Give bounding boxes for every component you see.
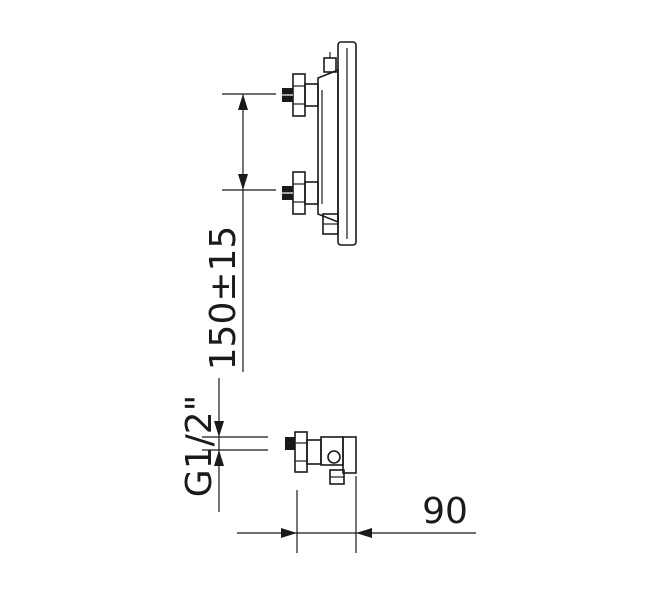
side-inlet-pipe: [285, 437, 295, 450]
spacing-dimension: 150±15: [203, 93, 276, 372]
side-nut: [294, 431, 308, 473]
spacing-arrow-bottom: [238, 174, 248, 190]
thread-arrow-bottom: [214, 450, 224, 466]
spacing-dimension-label: 150±15: [203, 226, 244, 371]
lower-connection: [282, 171, 319, 215]
mixer-body: [317, 68, 339, 224]
thread-dimension: G1/2": [179, 378, 224, 512]
mixer-side-view: [202, 431, 357, 485]
upper-connection: [282, 73, 319, 117]
spacing-arrow-top: [238, 94, 248, 110]
depth-arrow-right: [356, 528, 372, 538]
depth-arrow-left: [281, 528, 297, 538]
side-body-circle: [327, 450, 341, 464]
thread-dimension-label: G1/2": [179, 395, 220, 497]
depth-dimension: 90: [237, 476, 476, 553]
upper-eccentric: [304, 83, 319, 107]
side-plate: [342, 436, 357, 474]
thread-arrow-top: [214, 421, 224, 437]
lower-eccentric: [304, 181, 319, 205]
lower-nut: [292, 171, 306, 215]
side-eccentric: [306, 439, 322, 465]
upper-nut: [292, 73, 306, 117]
top-stud: [323, 57, 337, 73]
mixer-front-view: [282, 41, 357, 246]
depth-dimension-label: 90: [422, 491, 468, 532]
